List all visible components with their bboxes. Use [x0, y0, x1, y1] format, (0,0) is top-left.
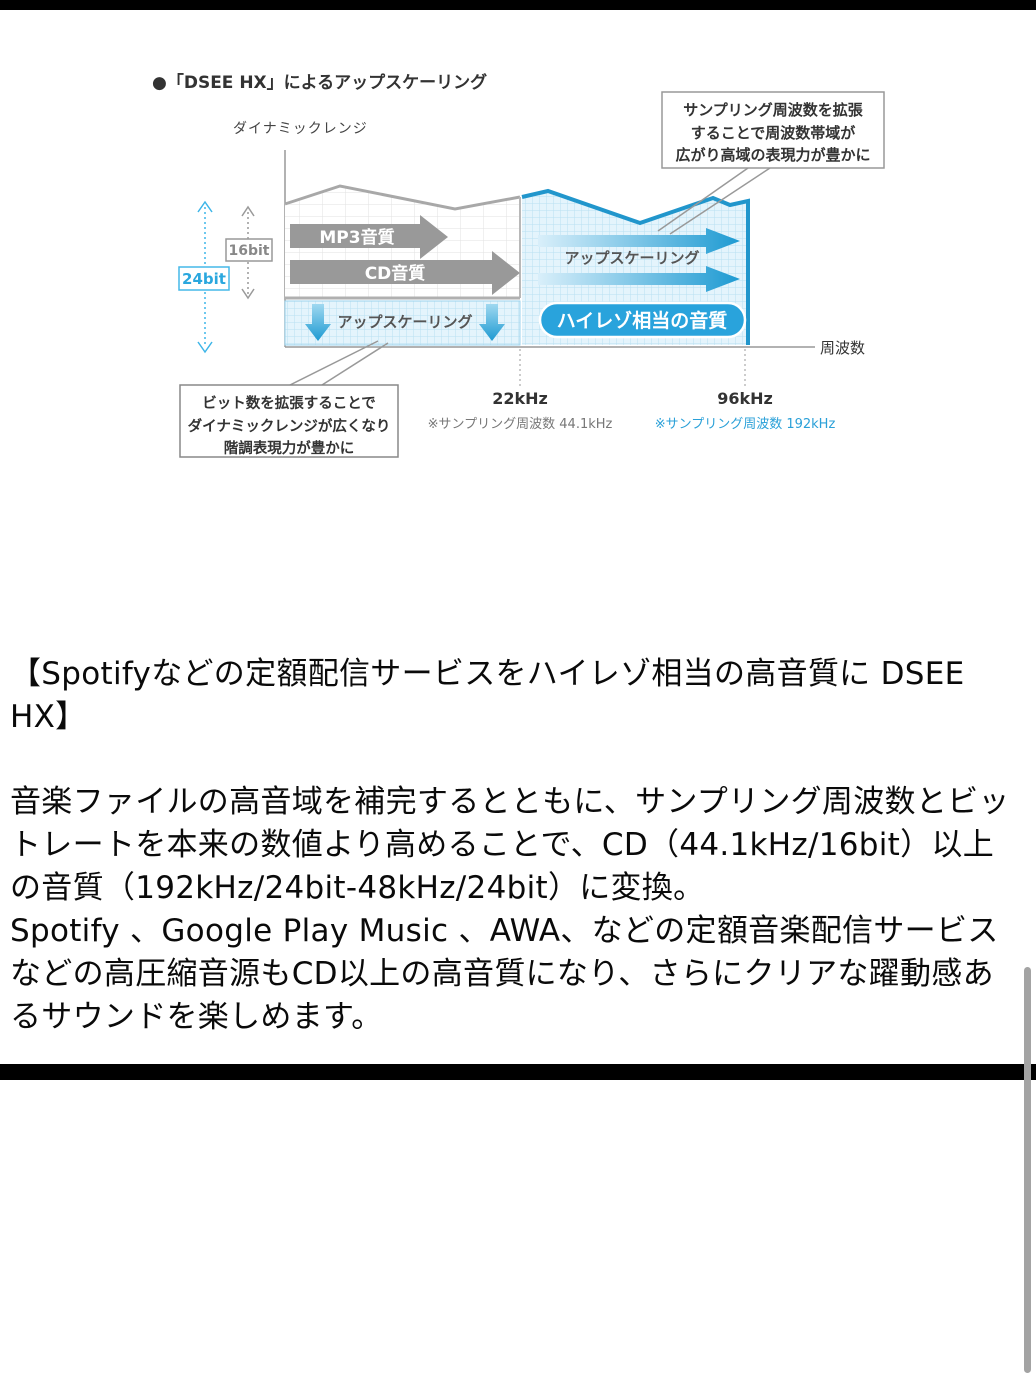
- tick-96khz-label: 96kHz: [717, 389, 773, 408]
- bit24-label-box: 24bit: [178, 266, 230, 291]
- down-arrow-icon-right: [479, 304, 505, 341]
- svg-text:CD音質: CD音質: [365, 263, 426, 284]
- bit-upscaling-strip: [284, 300, 521, 346]
- mp3-quality-arrow: MP3音質: [290, 215, 448, 259]
- y-axis-label: ダイナミックレンジ: [233, 121, 368, 137]
- hires-badge: ハイレゾ相当の音質: [538, 301, 747, 339]
- callout-top-right: サンプリング周波数を拡張 することで周波数帯域が 広がり高域の表現力が豊かに: [661, 91, 885, 169]
- upscaling-arrow-icon-top: [538, 228, 740, 254]
- product-description: 【Spotifyなどの定額配信サービスをハイレゾ相当の高音質に DSEE HX】…: [10, 653, 1024, 1039]
- upscaling-arrow-icon-bottom: [538, 266, 740, 292]
- svg-text:24bit: 24bit: [182, 270, 226, 288]
- callout-bottom-left-pointer: [289, 340, 389, 386]
- bottom-letterbox-bar: [0, 1064, 1036, 1080]
- scrollbar-thumb[interactable]: [1024, 967, 1031, 1373]
- upscaling-right-label: アップスケーリング: [564, 249, 699, 267]
- x-axis-label: 周波数: [820, 339, 865, 357]
- paragraph-gap: [10, 739, 1024, 781]
- dsee-hx-upscaling-diagram: ●「DSEE HX」によるアップスケーリング ダイナミックレンジ 周波数 MP3…: [152, 72, 885, 458]
- svg-text:16bit: 16bit: [229, 243, 270, 259]
- svg-text:MP3音質: MP3音質: [319, 227, 394, 248]
- description-heading: 【Spotifyなどの定額配信サービスをハイレゾ相当の高音質に DSEE HX】: [10, 656, 965, 735]
- tick-96khz-note: ※サンプリング周波数 192kHz: [655, 417, 836, 432]
- cd-quality-arrow: CD音質: [290, 251, 520, 295]
- top-letterbox-bar: [0, 0, 1036, 10]
- diagram-title: ●「DSEE HX」によるアップスケーリング: [152, 72, 487, 93]
- bit16-label-box: 16bit: [225, 238, 273, 262]
- svg-text:ビット数を拡張することで: ビット数を拡張することで: [202, 394, 376, 412]
- svg-text:することで周波数帯域が: することで周波数帯域が: [691, 124, 857, 142]
- svg-text:広がり高域の表現力が豊かに: 広がり高域の表現力が豊かに: [675, 146, 870, 164]
- upscaling-left-label: アップスケーリング: [337, 313, 472, 331]
- description-paragraph-1: 音楽ファイルの高音域を補完するとともに、サンプリング周波数とビットレートを本来の…: [10, 784, 1010, 906]
- tick-22khz-label: 22kHz: [492, 389, 548, 408]
- description-paragraph-2: Spotify 、Google Play Music 、AWA、などの定額音楽配…: [10, 913, 999, 1035]
- svg-text:ダイナミックレンジが広くなり: ダイナミックレンジが広くなり: [188, 417, 391, 435]
- tick-22khz-note: ※サンプリング周波数 44.1kHz: [428, 417, 613, 432]
- svg-text:サンプリング周波数を拡張: サンプリング周波数を拡張: [683, 101, 864, 119]
- scrollbar-track[interactable]: [1024, 480, 1034, 1373]
- down-arrow-icon-left: [305, 304, 331, 341]
- svg-text:階調表現力が豊かに: 階調表現力が豊かに: [224, 439, 355, 457]
- callout-top-right-pointer: [657, 167, 771, 235]
- callout-bottom-left: ビット数を拡張することで ダイナミックレンジが広くなり 階調表現力が豊かに: [179, 384, 399, 458]
- svg-text:ハイレゾ相当の音質: ハイレゾ相当の音質: [557, 309, 728, 332]
